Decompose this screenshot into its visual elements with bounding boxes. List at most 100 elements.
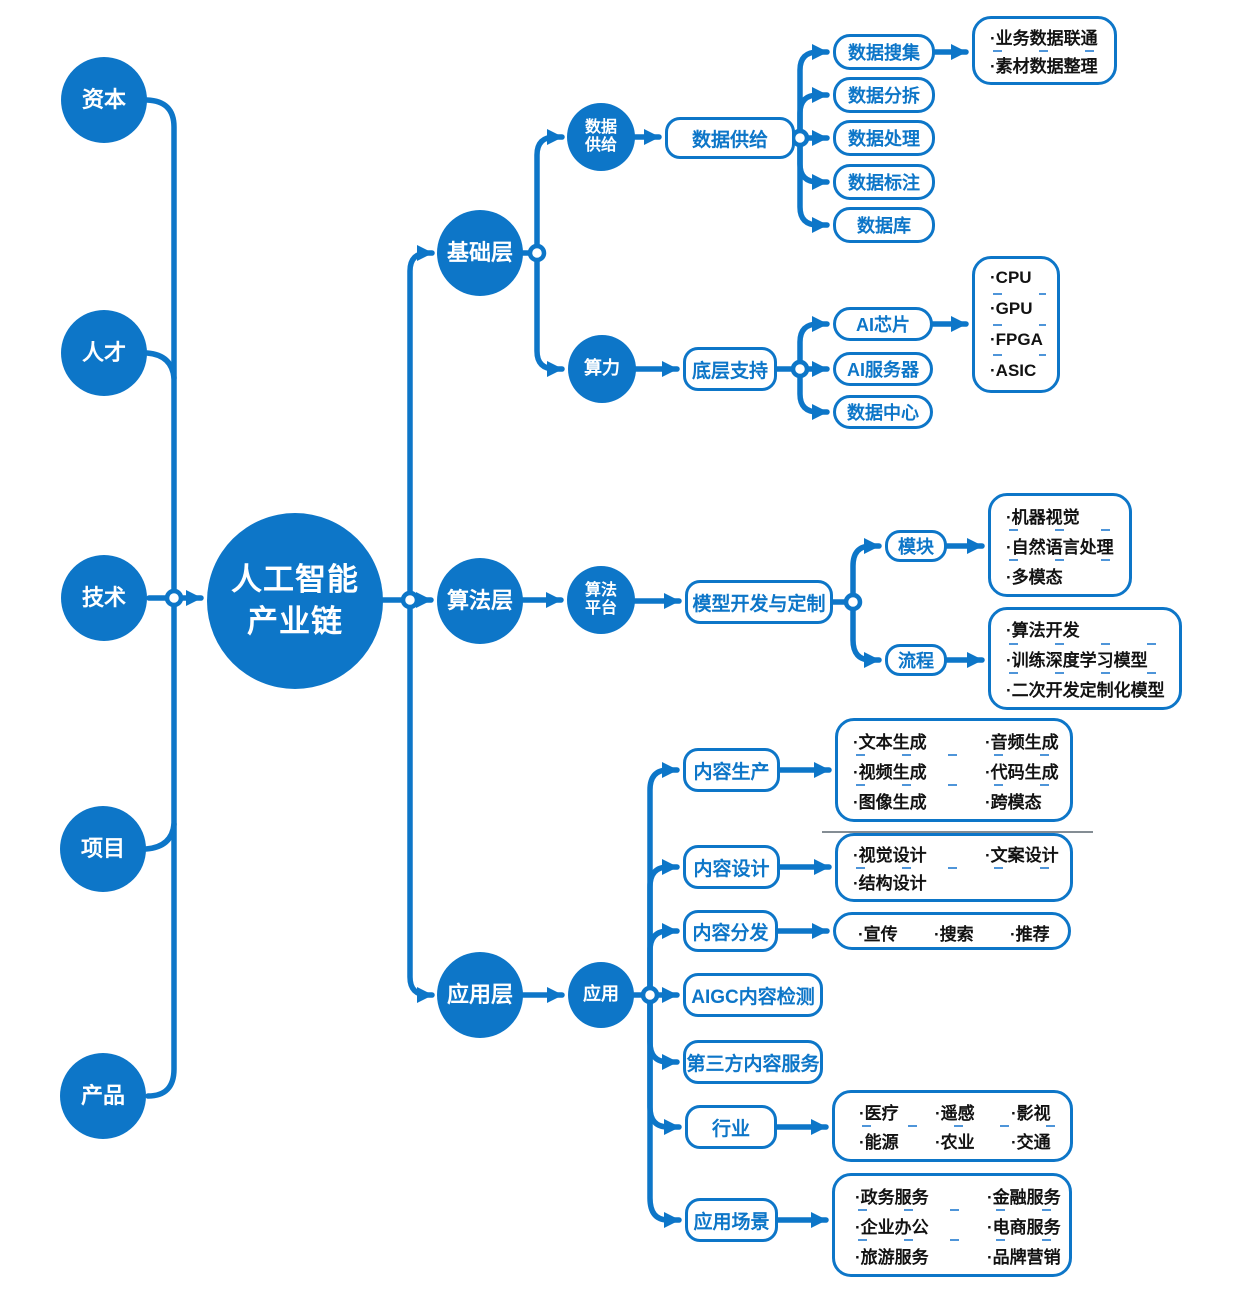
box-data-splitting: 数据分拆: [833, 77, 935, 113]
dashed-separator: [993, 49, 1103, 52]
list-item-text: ·图像生成: [853, 792, 927, 812]
list-item-text: ·素材数据整理: [990, 56, 1098, 76]
list-item-text: ·金融服务: [987, 1187, 1061, 1207]
module-list: ·机器视觉 ·自然语言处理 ·多模态: [988, 493, 1132, 597]
box-label: 数据中心: [847, 403, 919, 423]
list-item-text: ·跨模态: [985, 792, 1042, 812]
connector-lines: [143, 44, 985, 1228]
dashed-separator: [856, 784, 1059, 786]
box-label: 行业: [711, 1118, 750, 1140]
box-data-supply: 数据供给: [665, 117, 795, 159]
list-item-text: ·品牌营销: [987, 1247, 1061, 1267]
list-item-text: ·文案设计: [985, 846, 1059, 866]
list-item-text: ·文本生成: [853, 732, 927, 752]
node-label: 资本: [81, 86, 126, 112]
list-item-text: ·二次开发定制化模型: [1006, 680, 1165, 700]
box-aigc-content-detection: AIGC内容检测: [683, 973, 823, 1017]
dashed-separator: [1009, 642, 1168, 645]
list-item-text: ·ASIC: [990, 360, 1037, 380]
dashed-separator: [1009, 559, 1118, 561]
node-algorithm-layer: 算法层: [437, 558, 523, 644]
box-content-distribution: 内容分发: [683, 910, 778, 952]
list-item: ·机器视觉: [1006, 503, 1121, 528]
dashed-separator: [858, 1239, 1058, 1241]
junction-nodes: [164, 128, 863, 1005]
list-item: ·素材数据整理: [990, 52, 1106, 77]
list-item-text: ·企业办公: [855, 1217, 929, 1237]
node-technology: 技术: [61, 555, 147, 641]
box-label: 内容生产: [693, 761, 770, 783]
list-row: ·政务服务 ·金融服务: [855, 1183, 1061, 1208]
list-item-text: ·影视: [1011, 1104, 1051, 1123]
dashed-separator: [862, 1125, 1059, 1127]
box-process: 流程: [885, 644, 947, 676]
box-label: 流程: [898, 651, 934, 671]
list-item-text: ·宣传: [858, 925, 898, 944]
list-row: ·文本生成 ·音频生成: [853, 728, 1062, 753]
list-item: ·多模态: [1006, 563, 1121, 588]
list-item-text: ·视频生成: [853, 762, 927, 782]
box-ai-server: AI服务器: [833, 352, 933, 386]
list-item-text: ·算法开发: [1006, 621, 1080, 641]
list-item: ·GPU: [990, 299, 1049, 319]
list-item-text: ·训练深度学习模型: [1006, 650, 1148, 670]
box-data-labeling: 数据标注: [833, 164, 935, 200]
list-item: ·自然语言处理: [1006, 533, 1121, 558]
list-item-text: ·交通: [1011, 1133, 1051, 1152]
stray-divider-line: [822, 831, 1093, 833]
node-label: 应用: [583, 984, 619, 1005]
dashed-separator: [993, 323, 1046, 326]
list-item-text: ·GPU: [990, 299, 1033, 319]
list-item-text: ·视觉设计: [853, 846, 927, 866]
center-label-line2: 产业链: [247, 604, 343, 639]
box-label: 模型开发与定制: [692, 593, 826, 615]
node-label: 产品: [80, 1082, 125, 1108]
list-item-text: ·医疗: [859, 1104, 899, 1123]
list-item-text: ·农业: [935, 1133, 975, 1152]
box-data-processing: 数据处理: [833, 120, 935, 156]
node-label-line1: 算法: [584, 581, 617, 599]
dashed-separator: [856, 866, 1059, 869]
list-item: ·训练深度学习模型: [1006, 646, 1171, 671]
node-data-supply: 数据 供给: [567, 103, 635, 171]
node-application-layer: 应用层: [437, 952, 523, 1038]
box-label: 底层支持: [691, 360, 768, 382]
list-item-text: ·业务数据联通: [990, 29, 1098, 49]
node-label: 应用层: [446, 981, 513, 1007]
node-base-layer: 基础层: [437, 210, 523, 296]
box-label: 数据分拆: [848, 86, 920, 106]
node-talent: 人才: [61, 310, 147, 396]
list-item-text: ·CPU: [990, 268, 1032, 288]
node-center-ai-industry-chain: 人工智能 产业链: [207, 513, 383, 689]
list-row: ·企业办公·电商服务: [855, 1213, 1061, 1238]
node-capital: 资本: [61, 57, 147, 143]
process-list: ·算法开发 ·训练深度学习模型 ·二次开发定制化模型: [988, 607, 1182, 710]
box-label: 数据供给: [691, 129, 768, 151]
list-row: ·图像生成 ·跨模态: [853, 788, 1062, 813]
list-item-text: ·遥感: [935, 1104, 975, 1123]
list-row: ·能源·农业·交通: [859, 1128, 1062, 1153]
list-item-text: ·音频生成: [985, 732, 1059, 752]
list-row: ·宣传·搜索·推荐: [858, 920, 1060, 945]
box-database: 数据库: [833, 207, 935, 243]
list-item-text: ·政务服务: [855, 1187, 929, 1207]
node-algorithm-platform: 算法 平台: [567, 566, 635, 634]
list-item: ·ASIC: [990, 361, 1049, 381]
list-row: ·视觉设计 ·文案设计: [853, 841, 1062, 866]
box-label: 数据库: [857, 216, 911, 236]
box-label: AI芯片: [856, 315, 910, 335]
industry-list: ·医疗·遥感·影视 ·能源·农业·交通: [832, 1090, 1073, 1162]
node-label: 技术: [81, 584, 126, 610]
content-distribution-list: ·宣传·搜索·推荐: [833, 912, 1071, 950]
list-item-text: ·FPGA: [990, 329, 1043, 349]
box-label: 内容设计: [693, 858, 770, 880]
box-content-design: 内容设计: [683, 845, 780, 889]
dashed-separator: [858, 1209, 1058, 1211]
node-project: 项目: [60, 806, 146, 892]
list-item-text: ·机器视觉: [1006, 507, 1080, 527]
list-item: ·FPGA: [990, 330, 1049, 350]
node-product: 产品: [60, 1053, 146, 1139]
node-label: 算力: [584, 358, 620, 379]
